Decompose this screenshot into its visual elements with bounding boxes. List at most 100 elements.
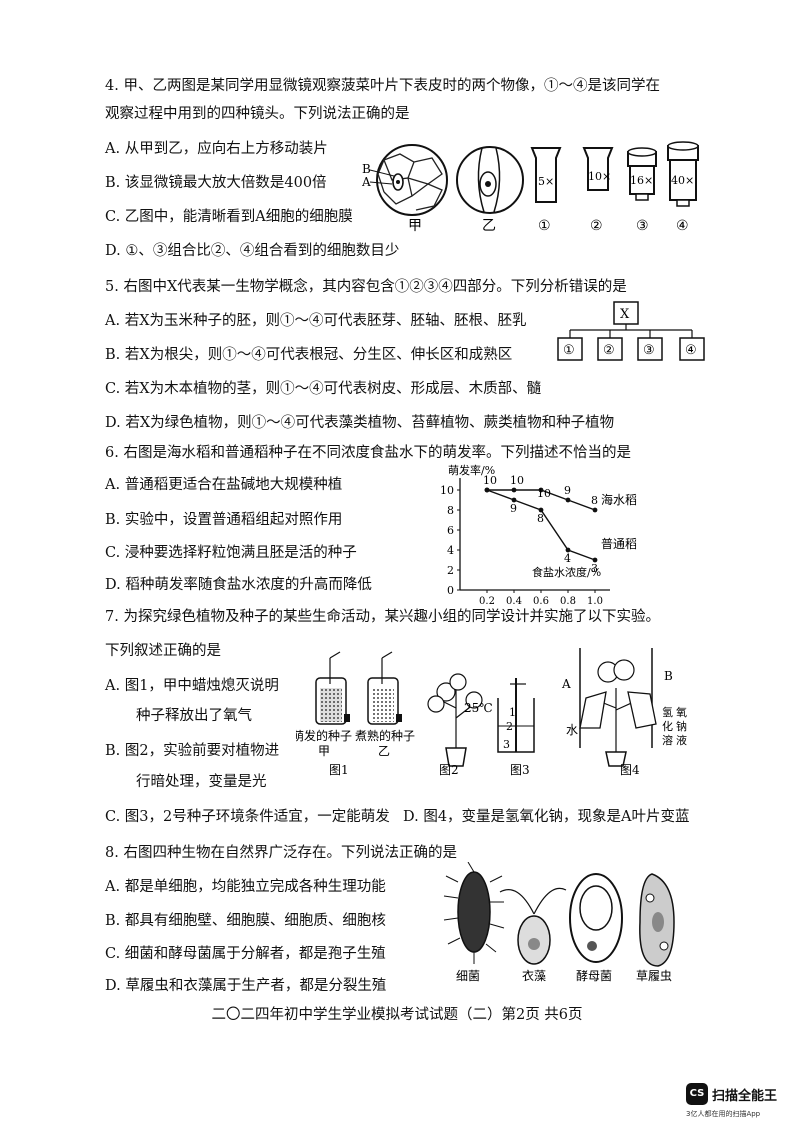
svg-text:细菌: 细菌 xyxy=(456,969,480,983)
q4-option-d: D. ①、③组合比②、④组合看到的细胞数目少 xyxy=(105,243,400,259)
svg-text:乙: 乙 xyxy=(378,744,390,758)
q4-option-b: B. 该显微镜最大放大倍数是400倍 xyxy=(105,175,327,191)
lens-3-objective-16x: 16× ③ xyxy=(627,147,657,234)
y-tick-label: 0 xyxy=(447,584,454,597)
q4-figure: B A 甲 乙 5× ① 10× ② 16× ③ xyxy=(362,141,699,234)
y-tick-label: 8 xyxy=(447,504,454,517)
svg-text:B: B xyxy=(664,669,673,683)
svg-text:图3: 图3 xyxy=(510,763,530,777)
q5-concept-diagram: X ① ② ③ ④ xyxy=(557,301,705,361)
y-tick-label: 2 xyxy=(447,564,454,577)
q8-option-b: B. 都具有细胞壁、细胞膜、细胞质、细胞核 xyxy=(105,913,386,929)
svg-text:图4: 图4 xyxy=(620,763,640,777)
q5-option-c: C. 若X为木本植物的茎，则①～④可代表树皮、形成层、木质部、髓 xyxy=(105,381,542,397)
lens-4-objective-40x: 40× ④ xyxy=(667,141,699,234)
svg-text:钠: 钠 xyxy=(676,719,687,733)
y-axis-label: 萌发率/% xyxy=(448,463,495,477)
svg-text:③: ③ xyxy=(643,343,655,358)
data-label: 3 xyxy=(591,562,598,575)
bacterium-illustration: 细菌 xyxy=(443,862,505,983)
q5-option-a: A. 若X为玉米种子的胚，则①～④可代表胚芽、胚轴、胚根、胚乳 xyxy=(105,313,527,329)
q8-option-a: A. 都是单细胞，均能独立完成各种生理功能 xyxy=(105,879,386,895)
q8-organisms-figure: 细菌 衣藻 酵母菌 草履虫 xyxy=(443,862,675,983)
svg-text:1: 1 xyxy=(509,706,516,719)
data-label: 8 xyxy=(591,494,598,507)
box-2 xyxy=(597,337,623,361)
x-tick-label: 0.6 xyxy=(533,596,549,606)
q8-stem: 8. 右图四种生物在自然界广泛存在。下列说法正确的是 xyxy=(105,845,457,861)
page-footer: 二〇二四年初中学生学业模拟考试试题（二）第2页 共6页 xyxy=(211,1007,583,1023)
svg-text:氧: 氧 xyxy=(676,705,687,719)
lens-1-eyepiece-5x: 5× ① xyxy=(530,147,562,234)
data-point xyxy=(511,487,517,493)
caption-jia: 甲 xyxy=(408,218,422,234)
svg-text:X: X xyxy=(620,307,630,322)
x-tick-label: 0.8 xyxy=(560,596,576,606)
q5-option-d: D. 若X为绿色植物，则①～④可代表藻类植物、苔藓植物、蕨类植物和种子植物 xyxy=(105,415,615,431)
q4-stem-line1: 4. 甲、乙两图是某同学用显微镜观察菠菜叶片下表皮时的两个物像，①～④是该同学在 xyxy=(105,78,660,94)
data-label: 8 xyxy=(537,512,544,525)
data-point xyxy=(592,557,598,563)
y-tick-label: 10 xyxy=(440,484,454,497)
svg-text:图2: 图2 xyxy=(439,763,459,777)
data-point xyxy=(538,487,544,493)
q8-option-c: C. 细菌和酵母菌属于分解者，都是孢子生殖 xyxy=(105,946,386,962)
svg-text:④: ④ xyxy=(685,343,697,358)
chart-series xyxy=(484,487,598,563)
svg-text:A: A xyxy=(561,677,571,691)
q5-option-b: B. 若X为根尖，则①～④可代表根冠、分生区、伸长区和成熟区 xyxy=(105,347,513,363)
data-label: 9 xyxy=(564,484,571,497)
yeast-illustration: 酵母菌 xyxy=(569,873,623,983)
series-name: 海水稻 xyxy=(601,492,637,507)
box-3 xyxy=(637,337,663,361)
q7-experiment-figures: 萌发的种子 煮熟的种子 甲 乙 图1 25℃ 图2 1 2 3 图3 xyxy=(296,648,687,777)
label-a: A xyxy=(362,175,371,189)
brand-slogan: 3亿人都在用的扫描App xyxy=(686,1110,761,1118)
q8-option-d: D. 草履虫和衣藻属于生产者，都是分裂生殖 xyxy=(105,978,387,994)
q5-stem: 5. 右图中X代表某一生物学概念，其内容包含①②③④四部分。下列分析错误的是 xyxy=(105,279,627,295)
data-label: 10 xyxy=(510,474,524,487)
q4-stem-line2: 观察过程中用到的四种镜头。下列说法正确的是 xyxy=(105,106,410,122)
box-1 xyxy=(557,337,583,361)
svg-text:25℃: 25℃ xyxy=(464,701,493,715)
x-tick-label: 1.0 xyxy=(587,596,603,606)
x-axis-label: 食盐水浓度/% xyxy=(532,565,601,579)
svg-text:液: 液 xyxy=(676,733,687,747)
svg-text:煮熟的种子: 煮熟的种子 xyxy=(355,728,415,743)
svg-text:溶: 溶 xyxy=(662,733,673,747)
q4-option-a: A. 从甲到乙，应向右上方移动装片 xyxy=(105,141,328,157)
q7-option-d: D. 图4，变量是氢氧化钠，现象是A叶片变蓝 xyxy=(403,809,690,825)
box-4 xyxy=(679,337,705,361)
series-line-1 xyxy=(486,489,596,561)
q7-stem-line2: 下列叙述正确的是 xyxy=(105,643,221,659)
svg-text:甲: 甲 xyxy=(318,744,330,758)
svg-text:5×: 5× xyxy=(538,175,554,188)
q7-option-b-line1: B. 图2，实验前要对植物进 xyxy=(105,743,280,759)
microscope-view-jia: B A 甲 xyxy=(362,144,448,234)
svg-text:图1: 图1 xyxy=(329,763,349,777)
svg-text:②: ② xyxy=(603,343,615,358)
svg-text:衣藻: 衣藻 xyxy=(522,968,546,983)
data-label: 4 xyxy=(564,552,571,565)
series-name: 普通稻 xyxy=(601,537,637,551)
q7-option-a-line2: 种子释放出了氧气 xyxy=(136,708,252,724)
svg-text:化: 化 xyxy=(662,719,673,733)
svg-text:水: 水 xyxy=(566,723,578,737)
y-tick-label: 6 xyxy=(447,524,454,537)
q6-option-d: D. 稻种萌发率随食盐水浓度的升高而降低 xyxy=(105,577,372,593)
figure3-beaker: 1 2 3 图3 xyxy=(497,678,535,777)
q6-option-b: B. 实验中，设置普通稻组起对照作用 xyxy=(105,512,343,528)
data-point xyxy=(484,487,490,493)
svg-text:16×: 16× xyxy=(630,174,653,187)
svg-text:②: ② xyxy=(590,218,603,234)
svg-text:酵母菌: 酵母菌 xyxy=(576,969,612,983)
camscanner-logo-icon: CS xyxy=(686,1083,708,1105)
svg-text:氢: 氢 xyxy=(662,705,673,719)
chlamydomonas-illustration: 衣藻 xyxy=(499,887,567,983)
figure4-bell-jars: A B 水 氢 氧 化 钠 溶 液 图4 xyxy=(561,648,687,777)
svg-text:③: ③ xyxy=(636,218,649,234)
brand-name: 扫描全能王 xyxy=(712,1089,778,1104)
